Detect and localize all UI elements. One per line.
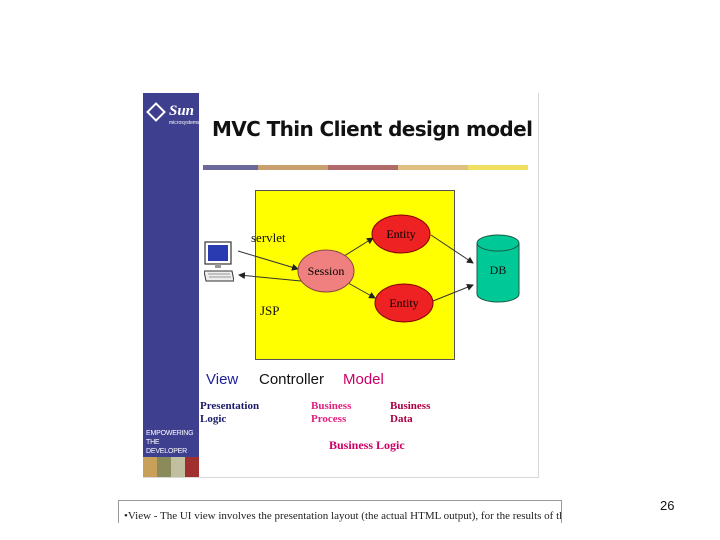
presentation-logic-label: Presentation Logic (200, 400, 259, 426)
business-process-label: Business Process (311, 400, 351, 426)
slide-sidebar: Sun microsystems EMPOWERING THE DEVELOPE… (143, 93, 200, 477)
db-cylinder: DB (476, 234, 520, 303)
slide-title: MVC Thin Client design model (212, 117, 533, 141)
caption-text: •View - The UI view involves the present… (124, 510, 562, 522)
title-bar-segment (203, 165, 258, 170)
tagline: EMPOWERING THE DEVELOPER (146, 430, 194, 455)
business-logic-label: Business Logic (329, 438, 405, 452)
arrow-session-to-entity-top (340, 237, 374, 259)
servlet-label: servlet (251, 230, 286, 245)
controller-layer-label: Controller (259, 371, 325, 388)
business-process-line-2: Process (311, 413, 347, 425)
session-node (297, 249, 355, 293)
arrow-entity-top-to-db (430, 234, 474, 264)
logic-line: Logic (200, 413, 227, 425)
title-bar-segment (468, 165, 528, 170)
stripe-segment (143, 457, 157, 477)
db-label: DB (490, 263, 507, 277)
sun-logo-subtitle: microsystems (169, 120, 200, 126)
page-number: 26 (660, 498, 675, 513)
title-bar-segment (398, 165, 468, 170)
title-bar-segment (258, 165, 328, 170)
view-layer-label: View (206, 371, 239, 388)
presentation-line: Presentation (200, 400, 260, 412)
business-data-line-2: Data (390, 413, 413, 425)
entity-bottom-label: Entity (389, 296, 418, 310)
caption-box: •View - The UI view involves the present… (118, 500, 562, 523)
entity-top-label: Entity (386, 227, 415, 241)
diagram-connectors: Entity Session Entity (237, 214, 474, 323)
stripe-segment (185, 457, 199, 477)
sun-logo-word: Sun (169, 103, 195, 119)
embedded-slide: Sun microsystems EMPOWERING THE DEVELOPE… (143, 93, 539, 478)
title-bar-segment (328, 165, 398, 170)
model-layer-label: Model (343, 371, 384, 388)
controller-box (255, 190, 455, 360)
title-underline-bar (203, 165, 528, 170)
session-label: Session (308, 264, 345, 278)
stripe-segment (157, 457, 171, 477)
jsp-label: JSP (260, 303, 280, 318)
arrow-client-to-session (237, 250, 299, 271)
business-data-label: Business Data (390, 400, 430, 426)
computer-icon (204, 241, 234, 282)
stripe-segment (171, 457, 185, 477)
entity-bottom-node (374, 283, 434, 323)
sun-logo: Sun microsystems (146, 102, 200, 129)
arrow-session-to-client (238, 272, 302, 282)
business-data-line-1: Business (390, 400, 431, 412)
arrow-entity-bottom-to-db (432, 283, 474, 302)
entity-top-node (371, 214, 431, 254)
color-stripe (143, 457, 199, 477)
business-process-line-1: Business (311, 400, 352, 412)
